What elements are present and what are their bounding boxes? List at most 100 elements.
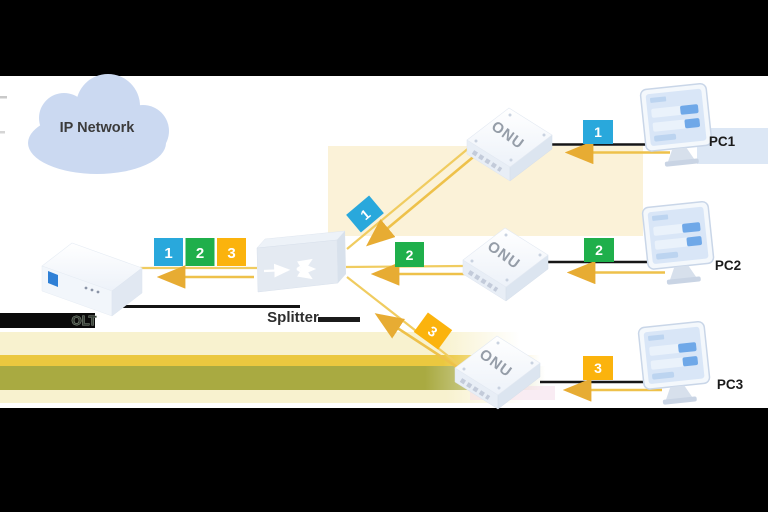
monitor-stand — [665, 385, 693, 401]
onu-screw — [474, 139, 478, 143]
monitor-stand — [669, 265, 697, 281]
monitor-screen — [645, 88, 707, 146]
screen-accent — [686, 236, 702, 247]
packet-1-box — [583, 120, 613, 144]
onu-screw — [508, 113, 512, 117]
onu-screw — [509, 158, 513, 162]
onu-screw — [504, 233, 508, 237]
monitor-stand — [667, 147, 695, 163]
onu-screw — [470, 259, 474, 263]
screen-row — [656, 251, 679, 260]
onu-top-face — [466, 107, 553, 168]
packet-2-box — [584, 238, 614, 262]
screen-accent — [682, 222, 701, 233]
packet-number: 3 — [227, 245, 235, 262]
packet-2-box — [185, 238, 215, 266]
onu-device-1: ONU — [466, 107, 553, 182]
pc3-label: PC3 — [717, 377, 744, 392]
splitter-label: Splitter — [267, 309, 319, 326]
packet-3-box — [583, 356, 613, 380]
packet-pc3: 3 — [583, 356, 613, 380]
olt-device: OLT — [0, 242, 143, 328]
packet-number: 2 — [406, 247, 414, 263]
screen-accent — [680, 104, 699, 115]
screen-accent — [678, 342, 697, 353]
pc2-monitor — [641, 200, 715, 285]
splitter-front-face — [256, 239, 339, 293]
onu-device-3: ONU — [454, 335, 541, 410]
edge-artifact-1 — [0, 96, 7, 99]
splitter-arrow-out-down — [296, 265, 313, 280]
packet-3-box — [217, 238, 246, 266]
olive-band — [0, 366, 545, 390]
splitter-device: Splitter — [256, 230, 346, 326]
edge-artifact-2 — [0, 131, 5, 134]
olt-label: OLT — [71, 313, 96, 328]
pc1-monitor — [639, 82, 713, 167]
screen-row — [654, 237, 689, 250]
onu-screw — [530, 361, 534, 365]
packet-1-upstream: 1 — [346, 195, 384, 233]
monitor-base — [662, 396, 697, 405]
olt-label-band — [0, 313, 95, 328]
monitor-base — [664, 158, 699, 167]
onu-device-2: ONU — [462, 227, 549, 302]
olt-led — [90, 288, 94, 292]
dark-line-artifact-1 — [120, 305, 300, 308]
packet-pc2: 2 — [584, 238, 614, 262]
splitter-side-face — [337, 231, 346, 283]
monitor-base — [666, 276, 701, 285]
golden-band — [0, 355, 540, 366]
dark-line-artifact-2 — [318, 317, 360, 322]
onu-top-face — [454, 335, 541, 396]
onu-ports — [459, 378, 491, 400]
screen-header — [647, 334, 665, 341]
packet-3-box — [413, 312, 453, 350]
onu-screw — [496, 341, 500, 345]
cloud-shape — [117, 105, 169, 157]
onu-screw — [538, 253, 542, 257]
monitor-screen — [643, 326, 705, 384]
screen-row — [650, 357, 685, 370]
packet-1-box — [346, 195, 384, 233]
splitter-arrow-in — [263, 263, 291, 278]
packet-pc1: 1 — [583, 120, 613, 144]
onu-top-face — [462, 227, 549, 288]
packet-number: 1 — [594, 124, 602, 140]
packet-3-upstream: 3 — [413, 312, 453, 350]
packet-1-box — [154, 238, 183, 266]
pc1-label: PC1 — [709, 134, 736, 149]
upstream-arrow-onu1 — [366, 152, 479, 247]
onu-screw — [505, 278, 509, 282]
olt-led — [84, 286, 88, 290]
packet-2-upstream: 2 — [395, 242, 424, 267]
screen-row — [652, 119, 687, 132]
pale-band-lower — [0, 390, 525, 403]
screen-row — [652, 371, 675, 380]
screen-accent — [682, 356, 698, 367]
onu-screw — [497, 386, 501, 390]
screen-row — [651, 106, 682, 118]
cloud-label: IP Network — [60, 120, 136, 136]
packet-number: 2 — [196, 245, 204, 262]
onu-screw — [462, 367, 466, 371]
screen-row — [654, 133, 677, 142]
olt-side-face — [111, 267, 143, 317]
packet-row-olt: 1 2 3 — [154, 238, 246, 266]
packet-2-box — [395, 242, 424, 267]
pc2-label: PC2 — [715, 258, 741, 273]
screen-header — [649, 96, 667, 103]
olt-led — [96, 290, 100, 294]
screen-row — [653, 224, 684, 236]
screen-accent — [684, 118, 700, 129]
onu-ports — [467, 270, 499, 292]
packet-number: 2 — [595, 242, 603, 258]
packet-number: 1 — [164, 245, 172, 262]
olt-port — [48, 271, 58, 287]
onu-screw — [542, 133, 546, 137]
screen-header — [651, 214, 669, 221]
ip-network-cloud: IP Network — [28, 74, 169, 174]
screen-row — [649, 344, 680, 356]
